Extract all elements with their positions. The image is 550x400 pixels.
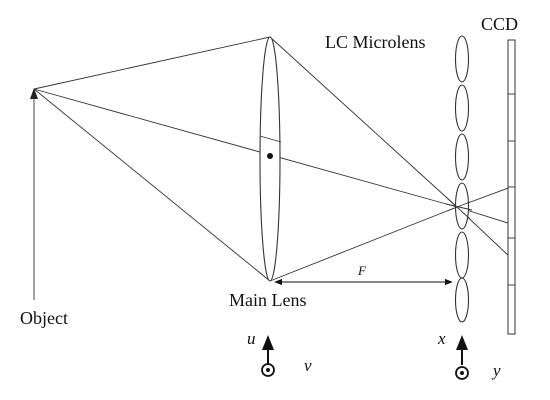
u-axis-label: u <box>247 329 256 348</box>
focal-length-label: F <box>357 263 367 278</box>
y-axis-label: y <box>491 361 501 380</box>
microlens-label: LC Microlens <box>325 32 426 52</box>
v-axis-symbol <box>261 363 275 377</box>
main-lens-label: Main Lens <box>229 290 306 310</box>
microlens-4 <box>454 182 470 230</box>
object-arrow <box>30 88 38 300</box>
y-axis-symbol <box>455 366 469 380</box>
microlens-2 <box>454 84 470 132</box>
main-lens-axes <box>261 335 275 377</box>
light-rays <box>33 36 512 282</box>
microlens-5 <box>454 231 470 279</box>
ray-lens-top-to-focus <box>269 36 458 208</box>
rays-at-focus <box>445 197 473 220</box>
main-lens <box>259 36 281 282</box>
object-label: Object <box>20 308 68 328</box>
ray-to-lens-bottom <box>33 88 271 282</box>
microlens-axes <box>455 335 469 380</box>
x-axis-arrow <box>456 335 468 350</box>
microlens-1 <box>454 35 470 83</box>
ray-chief <box>33 88 458 208</box>
microlens-array <box>454 35 470 323</box>
microlens-3 <box>454 133 470 181</box>
u-axis-arrow <box>262 335 274 350</box>
rays-through-lens <box>259 135 282 143</box>
ray-lens-bottom-to-focus <box>269 206 458 282</box>
x-axis-label: x <box>437 329 446 348</box>
microlens-6 <box>454 277 470 323</box>
ray-to-lens-top <box>33 36 271 90</box>
ccd-sensor <box>507 39 516 335</box>
v-axis-label: v <box>304 356 312 375</box>
ccd-label: CCD <box>481 14 518 34</box>
lens-center-dot <box>267 153 273 159</box>
